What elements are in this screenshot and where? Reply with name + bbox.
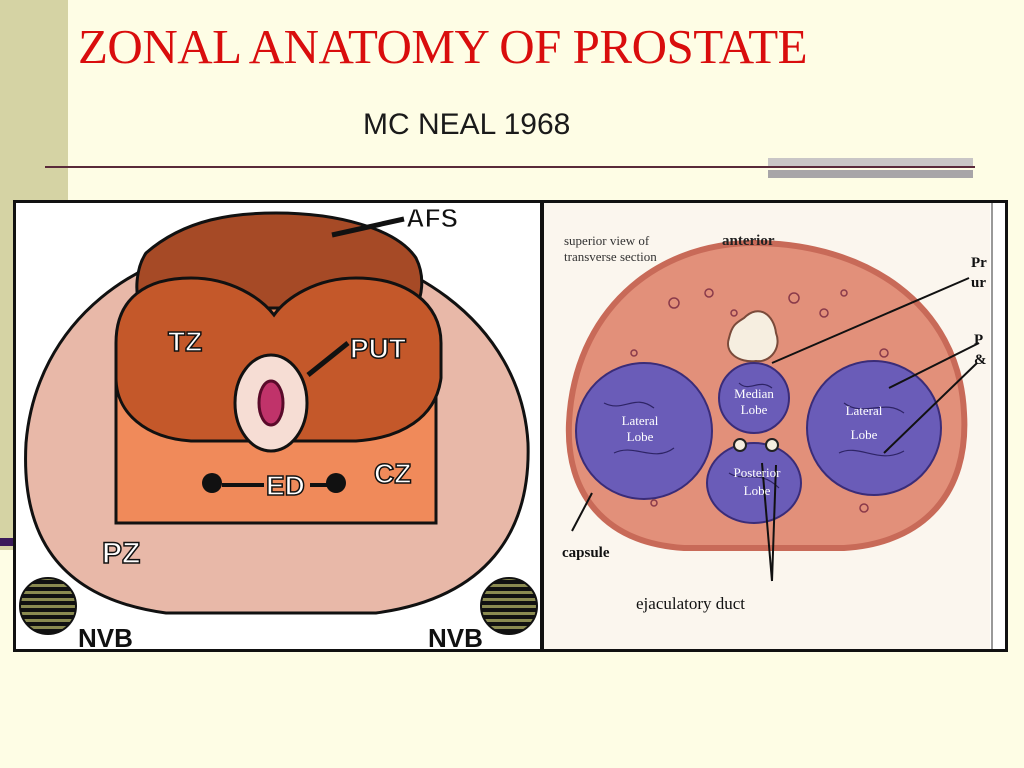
label-tz: TZ	[168, 326, 202, 357]
ejaculatory-duct-right	[326, 473, 346, 493]
label-lateral-right-1: Lateral	[846, 403, 883, 418]
lobe-pointer-1	[888, 342, 980, 389]
ejaculatory-duct-opening-left	[733, 438, 747, 452]
label-lateral-right-2: Lobe	[851, 427, 878, 442]
label-nvb-left: NVB	[78, 623, 133, 649]
neurovascular-bundle-right	[480, 577, 538, 635]
lobar-anatomy-panel: superior view of transverse section ante…	[541, 200, 1008, 652]
label-put: PUT	[350, 333, 406, 364]
lobe-texture	[603, 382, 905, 489]
label-median-2: Lobe	[741, 402, 768, 417]
label-anterior: anterior	[722, 233, 775, 249]
lateral-lobe-right	[806, 360, 942, 496]
urethra-pointer	[771, 277, 970, 364]
left-accent-band	[0, 0, 68, 200]
label-cut-1a: Pr	[971, 255, 987, 271]
title-divider	[45, 166, 975, 168]
slide-subtitle: MC NEAL 1968	[363, 108, 571, 141]
label-ed: ED	[266, 470, 305, 501]
label-median-1: Median	[734, 386, 774, 401]
label-pz: PZ	[102, 537, 140, 570]
label-cz: CZ	[374, 458, 411, 489]
lobe-pointer-2	[883, 362, 978, 454]
afs-pointer-line	[331, 216, 405, 238]
lateral-lobe-left	[575, 362, 713, 500]
caption-line-2: transverse section	[564, 249, 657, 264]
label-cut-2a: P	[974, 332, 983, 348]
divider-accent-bar-lower	[768, 170, 973, 178]
caption-line-1: superior view of	[564, 233, 650, 248]
urethra-lumen	[257, 379, 285, 427]
put-pointer-line	[306, 341, 350, 377]
divider-accent-bar	[768, 158, 973, 166]
label-lateral-left-2: Lobe	[627, 429, 654, 444]
label-posterior-2: Lobe	[744, 483, 771, 498]
label-posterior-1: Posterior	[734, 465, 782, 480]
left-accent-mark	[0, 538, 14, 546]
label-lateral-left-1: Lateral	[622, 413, 659, 428]
lobar-anatomy-diagram: superior view of transverse section ante…	[544, 203, 1005, 649]
duct-pointer-left	[761, 462, 773, 582]
ejaculatory-duct-left	[202, 473, 222, 493]
zonal-anatomy-diagram: AFS TZ PUT ED CZ PZ NVB NVB	[19, 203, 538, 649]
ejaculatory-duct-opening-right	[765, 438, 779, 452]
prostatic-urethra	[727, 310, 779, 363]
label-nvb-right: NVB	[428, 623, 483, 649]
label-cut-2b: &	[974, 352, 987, 368]
capsule-pointer	[571, 492, 593, 532]
left-accent-strip	[0, 200, 14, 550]
duct-pointer-right	[771, 464, 777, 582]
label-afs: AFS	[406, 203, 458, 233]
slide-title: ZONAL ANATOMY OF PROSTATE	[78, 19, 808, 74]
label-capsule: capsule	[562, 545, 610, 561]
posterior-lobe	[706, 442, 802, 524]
median-lobe	[718, 362, 790, 434]
label-ejaculatory-duct: ejaculatory duct	[636, 594, 745, 613]
label-cut-1b: ur	[971, 275, 986, 291]
neurovascular-bundle-left	[19, 577, 77, 635]
zonal-anatomy-panel: AFS TZ PUT ED CZ PZ NVB NVB	[13, 200, 543, 652]
